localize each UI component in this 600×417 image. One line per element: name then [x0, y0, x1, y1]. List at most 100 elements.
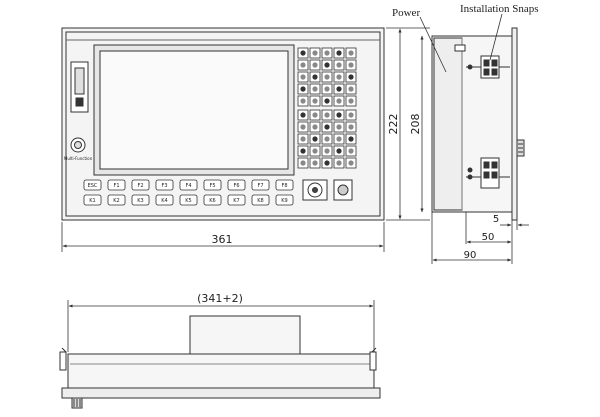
upper-keypad-key	[333, 71, 345, 83]
lower-keypad-key	[345, 157, 357, 169]
lower-keypad-key	[333, 109, 345, 121]
lower-keypad-key	[345, 121, 357, 133]
lower-keypad-key	[345, 109, 357, 121]
svg-text:F3: F3	[161, 183, 167, 189]
lower-keypad-key	[345, 133, 357, 145]
function-key-f3: F3	[155, 179, 174, 191]
upper-keypad-key	[321, 83, 333, 95]
function-key-k9: K9	[275, 194, 294, 206]
upper-keypad-key	[333, 47, 345, 59]
installation-snaps-label: Installation Snaps	[460, 3, 539, 15]
svg-text:K5: K5	[185, 198, 191, 204]
upper-keypad-key	[309, 47, 321, 59]
function-key-k1: K1	[83, 194, 102, 206]
side-view	[431, 27, 525, 221]
function-key-k4: K4	[155, 194, 174, 206]
lower-keypad-key	[333, 133, 345, 145]
lower-keypad-key	[297, 157, 309, 169]
upper-keypad-key	[309, 59, 321, 71]
lower-keypad-key	[345, 145, 357, 157]
upper-keypad-key	[321, 59, 333, 71]
function-key-f8: F8	[275, 179, 294, 191]
side-dimensions	[431, 212, 529, 264]
lower-keypad-key	[321, 145, 333, 157]
multi-function-label: Multi-Function	[64, 156, 93, 161]
svg-text:ESC: ESC	[88, 183, 98, 189]
lower-keypad-key	[333, 157, 345, 169]
svg-text:F4: F4	[185, 183, 191, 189]
bottom-dimensions	[67, 300, 375, 352]
dim-50: 50	[482, 232, 495, 243]
bottom-view	[59, 315, 381, 409]
function-key-k5: K5	[179, 194, 198, 206]
upper-keypad-key	[345, 59, 357, 71]
lower-keypad-key	[309, 121, 321, 133]
svg-text:K3: K3	[137, 198, 143, 204]
installation-snap-lower	[466, 157, 510, 189]
function-key-f2: F2	[131, 179, 150, 191]
dim-width-361: 361	[212, 233, 233, 246]
lower-keypad-key	[321, 157, 333, 169]
upper-keypad-key	[309, 71, 321, 83]
bottom-body	[67, 353, 375, 389]
svg-text:K1: K1	[89, 198, 95, 204]
svg-text:K4: K4	[161, 198, 167, 204]
front-dimensions	[61, 27, 430, 252]
lower-keypad-key	[321, 133, 333, 145]
svg-text:F5: F5	[209, 183, 215, 189]
function-key-esc: ESC	[83, 179, 102, 191]
power-label: Power	[392, 7, 420, 19]
svg-text:K7: K7	[233, 198, 239, 204]
lower-keypad-key	[297, 145, 309, 157]
function-key-k3: K3	[131, 194, 150, 206]
function-key-k2: K2	[107, 194, 126, 206]
power-connector	[454, 44, 466, 52]
function-key-f1: F1	[107, 179, 126, 191]
lower-keypad-key	[309, 109, 321, 121]
svg-text:F1: F1	[113, 183, 119, 189]
installation-snap-upper	[466, 55, 510, 79]
upper-keypad-key	[345, 95, 357, 107]
lcd-screen	[99, 50, 289, 170]
function-key-f5: F5	[203, 179, 222, 191]
lower-keypad-key	[309, 133, 321, 145]
lower-keypad-key	[297, 109, 309, 121]
function-key-k8: K8	[251, 194, 270, 206]
lower-keypad-key	[321, 121, 333, 133]
upper-keypad-key	[297, 83, 309, 95]
upper-keypad-key	[297, 47, 309, 59]
upper-keypad-key	[345, 47, 357, 59]
upper-keypad-key	[333, 95, 345, 107]
function-key-f6: F6	[227, 179, 246, 191]
lower-keypad-key	[297, 121, 309, 133]
bottom-front-plate	[61, 387, 381, 399]
function-key-k7: K7	[227, 194, 246, 206]
emergency-stop-icon	[337, 184, 349, 196]
svg-text:F2: F2	[137, 183, 143, 189]
svg-text:K8: K8	[257, 198, 263, 204]
upper-keypad-key	[297, 59, 309, 71]
function-key-f4: F4	[179, 179, 198, 191]
upper-keypad-key	[321, 71, 333, 83]
lower-keypad-key	[309, 157, 321, 169]
front-panel-inner-edge	[65, 31, 381, 217]
svg-text:F7: F7	[257, 183, 263, 189]
upper-keypad-key	[297, 95, 309, 107]
function-key-f7: F7	[251, 179, 270, 191]
side-front-plate	[511, 27, 518, 221]
lower-keypad-key	[333, 121, 345, 133]
svg-text:K9: K9	[281, 198, 287, 204]
dim-height-222: 222	[387, 114, 400, 135]
svg-text:K6: K6	[209, 198, 215, 204]
lower-keypad-key	[309, 145, 321, 157]
svg-text:F6: F6	[233, 183, 239, 189]
upper-keypad-key	[297, 71, 309, 83]
keypad	[297, 47, 357, 169]
power-leader	[419, 16, 447, 73]
upper-keypad-key	[321, 47, 333, 59]
upper-keypad-key	[333, 83, 345, 95]
function-key-k6: K6	[203, 194, 222, 206]
upper-keypad-key	[309, 83, 321, 95]
